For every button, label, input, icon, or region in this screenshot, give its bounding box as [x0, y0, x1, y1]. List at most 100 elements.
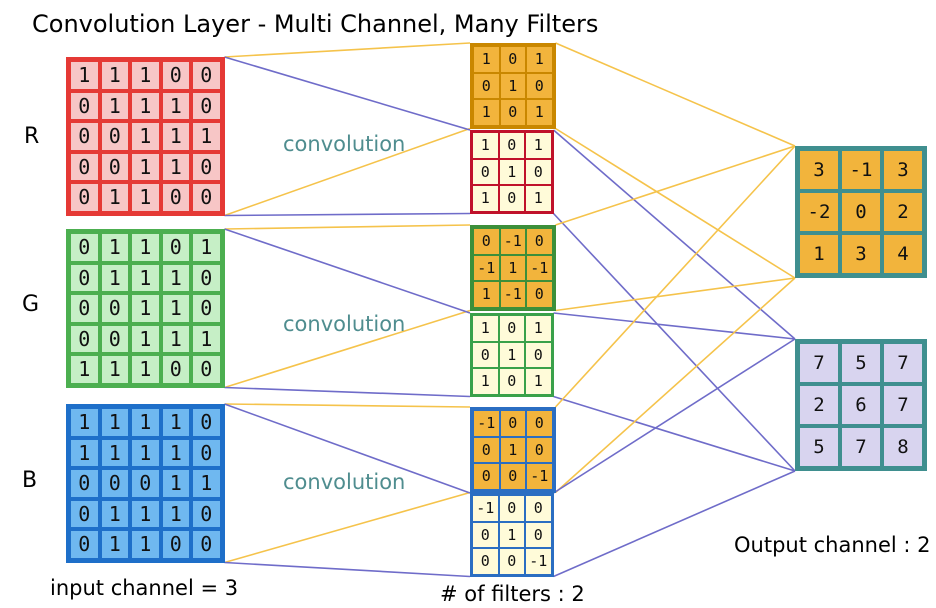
filter-cell: -1 [499, 281, 526, 308]
filter-cell: 0 [472, 341, 499, 368]
input-cell: 0 [69, 323, 100, 354]
input-cell: 0 [69, 293, 100, 324]
input-cell: 0 [191, 262, 222, 293]
filter-cell: 0 [526, 410, 553, 437]
wire-filter1-to-output1 [554, 145, 796, 408]
convolution-label-r: convolution [283, 132, 406, 156]
filter-cell: 0 [498, 315, 525, 342]
filter-cell: 1 [498, 158, 525, 185]
filter-cell: 0 [472, 521, 499, 548]
input-cell: 1 [69, 60, 100, 91]
input-cell: 1 [69, 407, 100, 438]
output-cell: 5 [798, 426, 840, 468]
input-cell: 1 [191, 232, 222, 263]
filter-cell: 0 [472, 548, 499, 575]
input-cell: 1 [160, 468, 191, 499]
filter-cell: 1 [473, 281, 500, 308]
filter-cell: 0 [499, 46, 526, 73]
output-cell: 3 [798, 149, 840, 191]
input-cell: 1 [130, 90, 161, 121]
filter-cell: 1 [473, 99, 500, 126]
input-cell: 0 [191, 529, 222, 560]
input-cell: 0 [160, 232, 191, 263]
wire-input-to-filter1 [224, 224, 471, 230]
input-cell: 0 [160, 354, 191, 385]
input-cell: 1 [99, 354, 130, 385]
input-cell: 1 [99, 529, 130, 560]
label-r-channel: R [24, 124, 40, 149]
input-cell: 1 [191, 121, 222, 152]
input-cell: 1 [99, 498, 130, 529]
input-cell: 0 [69, 529, 100, 560]
filter-cell: 0 [525, 341, 552, 368]
output-cell: 6 [840, 384, 882, 426]
input-cell: 0 [99, 468, 130, 499]
input-cell: 0 [69, 262, 100, 293]
input-cell: 1 [99, 232, 130, 263]
diagram-title: Convolution Layer - Multi Channel, Many … [32, 10, 599, 38]
filter-cell: 1 [472, 368, 499, 395]
wire-input-to-filter2 [224, 56, 471, 131]
filter-cell: 0 [525, 521, 552, 548]
filter-cell: -1 [526, 463, 553, 490]
filter-cell: 0 [499, 463, 526, 490]
wire-input-to-filter2 [224, 228, 471, 314]
wire-filter1-to-output1 [555, 42, 796, 147]
input-cell: 1 [160, 437, 191, 468]
filter-cell: 1 [472, 132, 499, 159]
input-cell: 0 [130, 468, 161, 499]
filter-cell: -1 [472, 495, 499, 522]
input-cell: 1 [160, 323, 191, 354]
filter-cell: 0 [498, 495, 525, 522]
wire-filter2-to-output2 [553, 470, 796, 578]
output-cell: 2 [798, 384, 840, 426]
input-cell: 1 [160, 151, 191, 182]
input-cell: 0 [160, 182, 191, 213]
input-channel-caption: input channel = 3 [50, 576, 239, 600]
input-cell: 1 [130, 262, 161, 293]
input-cell: 1 [130, 437, 161, 468]
output-cell: -1 [840, 149, 882, 191]
filter-cell: 0 [526, 228, 553, 255]
filter-cell: 0 [525, 495, 552, 522]
input-cell: 1 [160, 293, 191, 324]
wire-input-to-filter1 [224, 42, 471, 58]
input-cell: 0 [191, 151, 222, 182]
filter-cell: 0 [499, 410, 526, 437]
input-cell: 0 [191, 293, 222, 324]
input-cell: 0 [191, 60, 222, 91]
filter-cell: 0 [473, 228, 500, 255]
filter-cell: 0 [473, 436, 500, 463]
filters-caption: # of filters : 2 [440, 582, 585, 606]
output-cell: 7 [882, 384, 924, 426]
input-cell: 0 [191, 90, 222, 121]
input-cell: 0 [191, 437, 222, 468]
filter-cell: 0 [525, 158, 552, 185]
input-cell: 0 [160, 60, 191, 91]
output-cell: 4 [882, 233, 924, 275]
output-cell: 3 [882, 149, 924, 191]
label-b-channel: B [22, 468, 38, 493]
input-cell: 1 [130, 323, 161, 354]
filter-cell: 1 [525, 132, 552, 159]
wire-filter2-to-output2 [552, 129, 796, 340]
input-cell: 1 [69, 437, 100, 468]
input-cell: 0 [69, 232, 100, 263]
filter-cell: 0 [498, 368, 525, 395]
convolution-label-g: convolution [283, 312, 406, 336]
output-cell: 7 [882, 342, 924, 384]
input-cell: 1 [160, 121, 191, 152]
output-cell: 1 [798, 233, 840, 275]
input-cell: 0 [191, 407, 222, 438]
input-cell: 1 [99, 407, 130, 438]
output-channel-caption: Output channel : 2 [734, 533, 931, 557]
input-cell: 1 [130, 529, 161, 560]
input-cell: 1 [191, 468, 222, 499]
